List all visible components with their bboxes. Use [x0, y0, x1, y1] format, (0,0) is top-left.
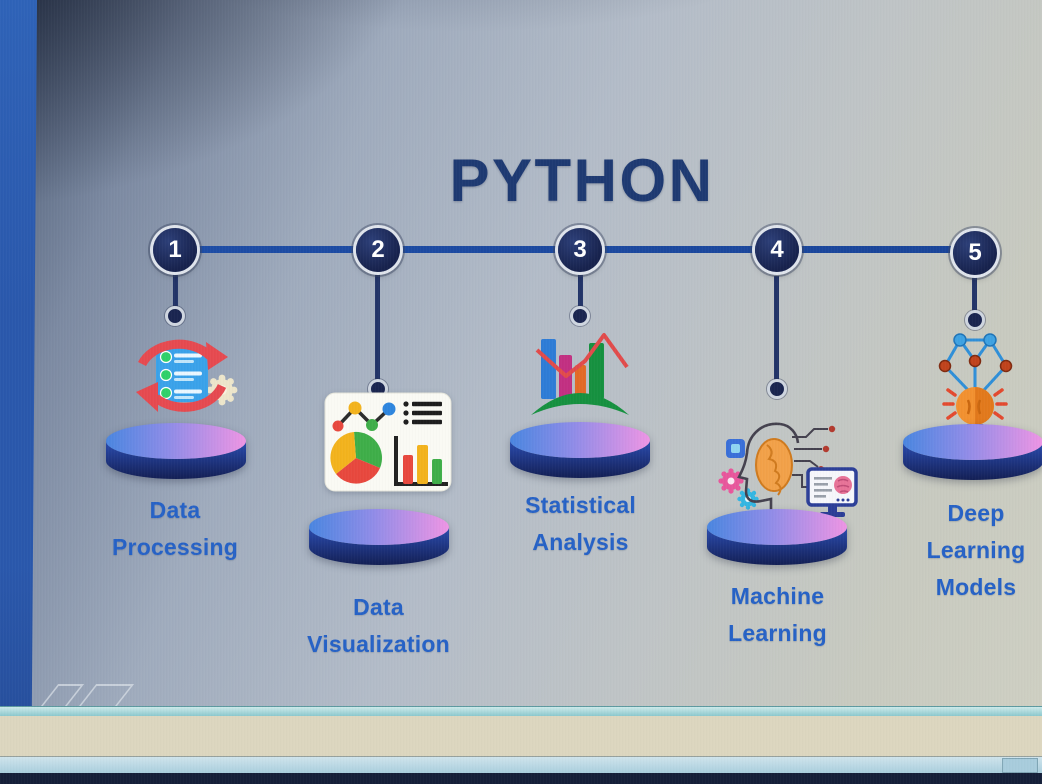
label-line: Analysis — [532, 529, 629, 555]
node-number: 1 — [168, 236, 182, 263]
step-label-deep-learning-models: Deep Learning Models — [878, 495, 1042, 606]
checklist — [156, 346, 208, 402]
step-label-data-processing: Data Processing — [70, 492, 280, 566]
connector-end-dot — [570, 306, 590, 326]
navy-bottom-strip — [0, 773, 1042, 784]
data-processing-sync-icon — [136, 339, 238, 412]
step-label-data-visualization: Data Visualization — [266, 589, 491, 663]
podium-disc — [510, 422, 650, 478]
circuit-traces — [792, 428, 828, 488]
podium-disc — [707, 509, 847, 565]
bar-graph-trend-icon — [531, 333, 629, 415]
timeline-connector — [578, 274, 583, 310]
label-line: Machine — [730, 583, 825, 609]
connector-end-dot — [965, 310, 985, 330]
node-number: 4 — [770, 236, 784, 263]
timeline-node-4: 4 — [755, 228, 799, 272]
timeline-node-5: 5 — [953, 231, 997, 275]
podium-disc — [903, 424, 1042, 480]
label-line: Visualization — [307, 631, 450, 657]
label-line: Learning — [728, 620, 827, 646]
swoosh — [531, 393, 629, 415]
pie-chart — [330, 431, 383, 484]
sparks — [942, 388, 1008, 420]
head-circuit-brain-icon — [718, 422, 858, 517]
label-line: Data — [149, 497, 201, 523]
label-line: Processing — [112, 534, 238, 560]
pale-scrollbar-strip — [0, 757, 1042, 773]
timeline-connector — [972, 277, 977, 313]
timeline-node-2: 2 — [356, 228, 400, 272]
podium-disc — [309, 509, 449, 565]
connector-end-dot — [165, 306, 185, 326]
neural-network-bulb-icon — [938, 333, 1013, 436]
timeline-node-3: 3 — [558, 228, 602, 272]
line-chart — [332, 401, 396, 432]
podium-disc — [106, 423, 246, 479]
node-number: 3 — [573, 236, 587, 263]
page-title: PYTHON — [449, 147, 715, 215]
step-label-machine-learning: Machine Learning — [665, 578, 890, 652]
dashboard-charts-icon — [324, 392, 452, 492]
head-profile — [737, 422, 800, 517]
sync-arrows — [138, 339, 227, 412]
left-blue-bar — [0, 0, 37, 708]
timeline-connector — [375, 274, 380, 382]
bar-chart — [394, 436, 448, 486]
cream-status-strip — [0, 716, 1042, 757]
timeline-connector — [774, 276, 779, 382]
label-line: Models — [935, 574, 1017, 600]
label-line: Learning — [926, 537, 1026, 563]
label-line: Deep — [947, 500, 1005, 526]
step-label-statistical-analysis: Statistical Analysis — [468, 487, 693, 561]
node-number: 5 — [968, 239, 982, 266]
teal-edge-strip — [0, 706, 1042, 717]
label-line: Statistical — [525, 492, 636, 518]
list-icon — [403, 401, 442, 425]
node-number: 2 — [371, 236, 385, 263]
scrollbar-thumb — [1002, 758, 1038, 773]
timeline-node-1: 1 — [153, 228, 197, 272]
timeline-connector — [173, 272, 178, 310]
chip-icon — [726, 439, 745, 458]
label-line: Data — [353, 594, 404, 620]
monitor-icon — [806, 467, 858, 517]
brain — [755, 438, 793, 496]
connector-end-dot — [767, 379, 787, 399]
